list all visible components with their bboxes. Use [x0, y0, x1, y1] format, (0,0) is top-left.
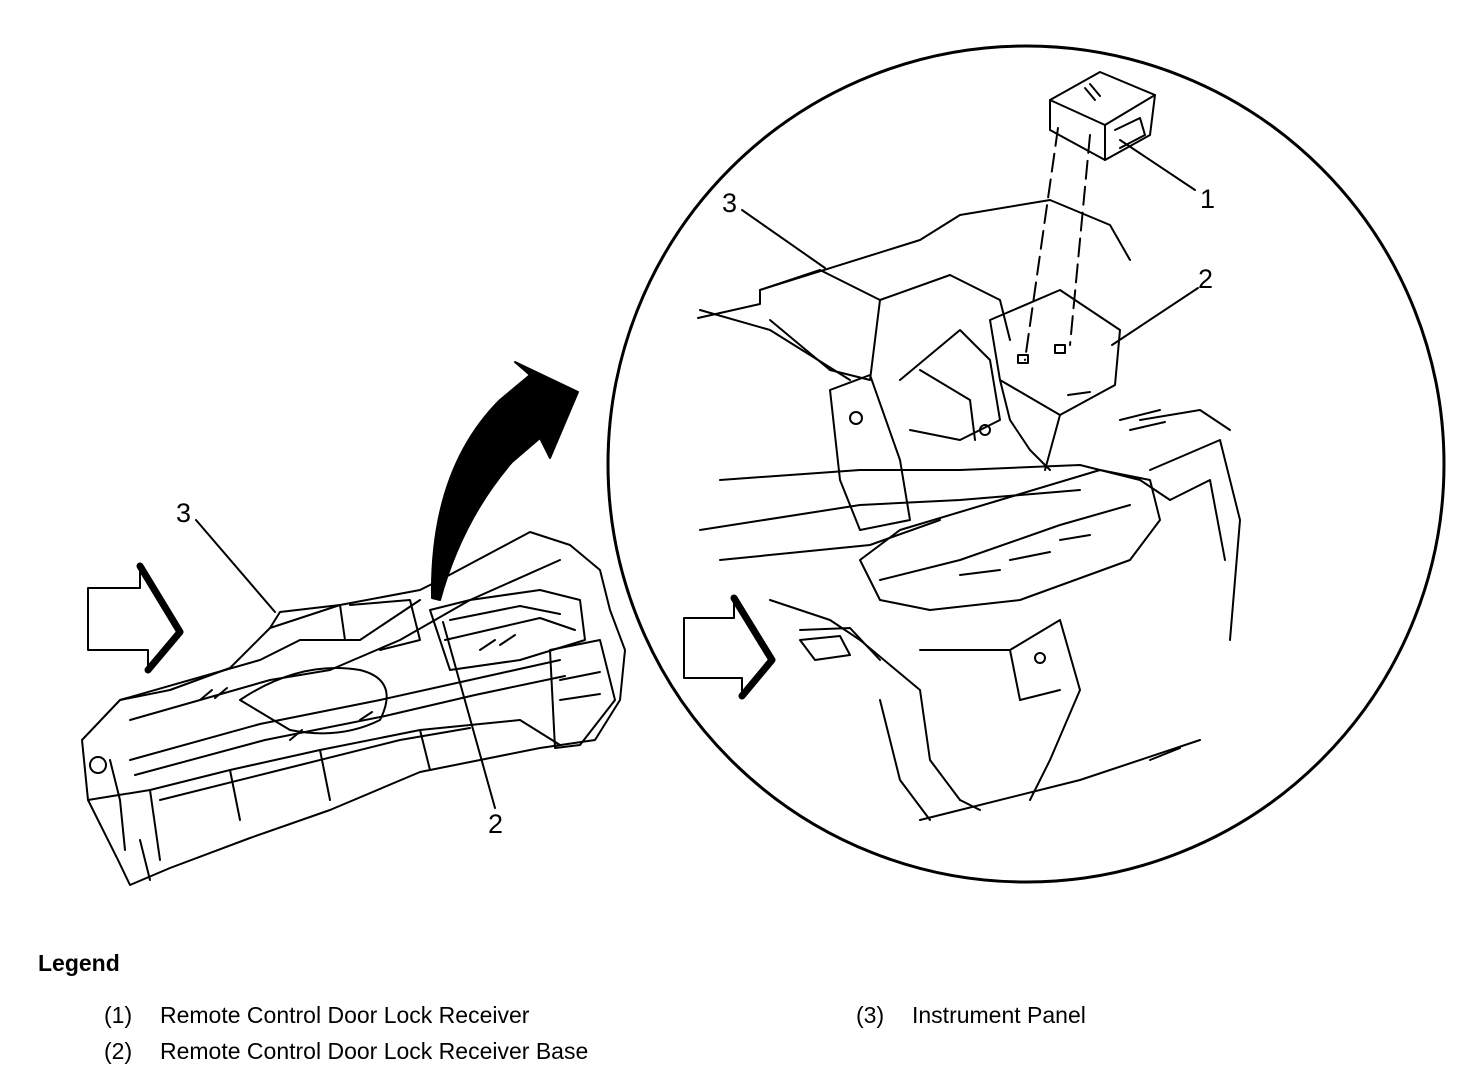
callout-zoom-2: 2 [1198, 264, 1213, 294]
legend-item-3: (3) Instrument Panel [856, 1002, 1086, 1029]
callout-left-3: 3 [176, 498, 191, 528]
detail-view-circle [606, 44, 1446, 884]
legend-title: Legend [38, 950, 120, 976]
legend-item-1: (1) Remote Control Door Lock Receiver [104, 1002, 529, 1029]
leader-line-left-2 [442, 621, 496, 809]
leader-line-left-3 [195, 519, 276, 613]
view-arrow-icon-right [683, 594, 776, 700]
zoom-arrow-icon [430, 361, 579, 601]
leader-line-zoom-2 [1111, 287, 1199, 346]
legend-item-number: (2) [104, 1038, 133, 1064]
instrument-panel-diagram: 3 2 1 2 3 [81, 44, 1446, 886]
detail-view-components [697, 71, 1241, 821]
instrument-panel-overview [81, 531, 626, 886]
legend-item-label: Remote Control Door Lock Receiver [160, 1002, 530, 1028]
callout-zoom-3: 3 [722, 188, 737, 218]
view-arrow-icon-left [87, 562, 184, 674]
legend-item-label: Instrument Panel [912, 1002, 1086, 1028]
callout-zoom-1: 1 [1200, 184, 1215, 214]
legend-item-2: (2) Remote Control Door Lock Receiver Bas… [104, 1038, 588, 1065]
leader-line-zoom-3 [741, 209, 826, 269]
legend-item-label: Remote Control Door Lock Receiver Base [160, 1038, 589, 1064]
legend-item-number: (3) [856, 1002, 885, 1028]
callout-left-2: 2 [488, 809, 503, 839]
legend-item-number: (1) [104, 1002, 133, 1028]
leader-line-zoom-1 [1119, 139, 1196, 191]
